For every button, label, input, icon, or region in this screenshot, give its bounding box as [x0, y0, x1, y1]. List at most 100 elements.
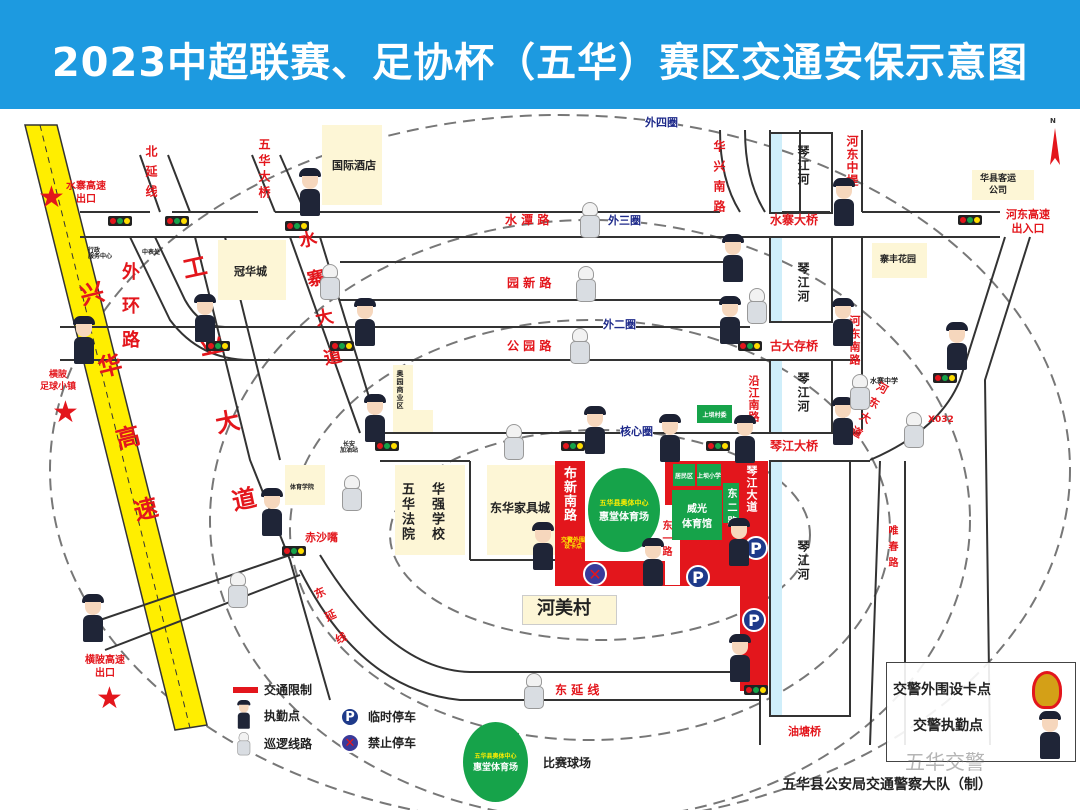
police-duty-icon[interactable]	[720, 234, 746, 282]
bus-company-label: 华县客运 公司	[980, 174, 1017, 196]
dong2-label: 东二路	[725, 488, 736, 530]
traffic-light-icon	[744, 685, 768, 695]
changan-gas-label: 长安 加油站	[340, 441, 359, 454]
legend-duty-point: 执勤点	[264, 709, 301, 723]
x032-label: X032	[928, 415, 954, 425]
aoyuan-label: 奥园商业区	[396, 370, 404, 410]
police-emblem-icon	[1032, 671, 1062, 709]
tiyi-block	[285, 465, 325, 505]
legend-restriction: 交通限制	[264, 683, 313, 697]
river-label-4: 琴江河	[796, 540, 810, 582]
admin-center-label: 行政 服务中心	[88, 247, 113, 260]
legend-patrol-route: 巡逻线路	[264, 737, 313, 751]
traffic-light-icon	[108, 216, 132, 226]
tiyi-label: 体育学院	[290, 484, 315, 491]
police-duty-icon[interactable]	[297, 168, 323, 216]
stadium-center-label: 五华县奥体中心	[599, 498, 649, 507]
shuitan-road-label: 水 潭 路	[505, 213, 550, 227]
box-duty-label: 交警执勤点	[913, 718, 983, 734]
police-duty-icon[interactable]	[944, 322, 970, 370]
police-duty-icon[interactable]	[830, 298, 856, 346]
waihuan-road-label: 外环路	[119, 262, 140, 364]
patrol-icon[interactable]	[226, 572, 250, 608]
furniture-label: 东华家具城	[490, 501, 551, 515]
patrol-icon[interactable]	[848, 374, 872, 410]
shangba-village-label: 上坝村委	[697, 405, 732, 423]
dongyan-bottom-label: 东 延 线	[555, 683, 600, 697]
qinjiang-bridge-label: 琴江大桥	[770, 439, 819, 453]
ring-outer2	[289, 319, 891, 741]
zhaifeng-label: 寨丰花园	[880, 255, 917, 265]
police-box-icon	[1037, 711, 1063, 759]
weiguang-gym[interactable]: 威光 体育馆	[672, 490, 722, 540]
police-duty-icon[interactable]	[530, 522, 556, 570]
patrol-icon[interactable]	[318, 264, 342, 300]
venue-legend-center: 五华县奥体中心	[474, 753, 517, 760]
aoyuan-block-2	[393, 410, 433, 432]
traffic-light-icon	[933, 373, 957, 383]
patrol-icon[interactable]	[502, 424, 526, 460]
gongyuan-road-label: 公 园 路	[507, 339, 552, 353]
residential-label: 居民区	[673, 464, 695, 486]
traffic-light-icon	[282, 546, 306, 556]
police-legend-icon	[236, 700, 252, 729]
ring-core-label: 核心圈	[620, 425, 653, 438]
river-label-2: 琴江河	[796, 262, 810, 304]
patrol-icon[interactable]	[578, 202, 602, 238]
no-parking-icon: ✕	[583, 562, 607, 586]
huaxing-south-label: 华兴南路	[712, 140, 726, 220]
police-duty-icon[interactable]	[582, 406, 608, 454]
patrol-icon[interactable]	[745, 288, 769, 324]
parking-icon: P	[742, 608, 766, 632]
legend-no-parking: 禁止停车	[368, 736, 417, 750]
police-duty-icon[interactable]	[71, 316, 97, 364]
police-duty-icon[interactable]	[727, 634, 753, 682]
star-icon: ★	[38, 180, 65, 215]
venue-legend-name: 惠堂体育场	[472, 763, 518, 773]
patrol-icon[interactable]	[522, 673, 546, 709]
qinjiang-ave-label: 琴江大道	[745, 465, 758, 513]
zhongbiao-label: 中表处	[142, 249, 161, 256]
police-duty-icon[interactable]	[831, 178, 857, 226]
patrol-icon[interactable]	[574, 266, 598, 302]
patrol-icon[interactable]	[902, 412, 926, 448]
traffic-light-icon	[285, 221, 309, 231]
guda-bridge-label: 古大存桥	[770, 339, 819, 353]
shangba-school-label: 上坝小学	[697, 464, 721, 486]
parking-icon: P	[686, 565, 710, 589]
police-duty-icon[interactable]	[192, 294, 218, 342]
police-duty-icon[interactable]	[259, 488, 285, 536]
police-duty-icon[interactable]	[726, 518, 752, 566]
intl-hotel-label: 国际酒店	[332, 159, 376, 172]
traffic-light-icon	[165, 216, 189, 226]
yuanxin-road-label: 园 新 路	[507, 276, 552, 290]
police-duty-icon[interactable]	[657, 414, 683, 462]
police-duty-icon[interactable]	[352, 298, 378, 346]
police-duty-icon[interactable]	[362, 394, 388, 442]
patrol-icon[interactable]	[340, 475, 364, 511]
police-duty-icon[interactable]	[80, 594, 106, 642]
guanhua-label: 冠华城	[234, 265, 267, 278]
ring-outer2-label: 外二圈	[603, 318, 636, 331]
box-checkpoint-label: 交警外围设卡点	[893, 682, 991, 698]
legend-match-field: 比赛球场	[543, 756, 592, 770]
river-label-3: 琴江河	[796, 372, 810, 414]
police-duty-icon[interactable]	[640, 538, 666, 586]
ring-outer3-label: 外三圈	[608, 214, 641, 227]
police-legend-box: 交警外围设卡点 交警执勤点	[886, 662, 1076, 762]
patrol-icon[interactable]	[568, 328, 592, 364]
no-parking-legend-icon: ✕	[340, 733, 360, 753]
shuizhai-exit-label: 水寨高速 出口	[66, 181, 106, 205]
legend-temp-parking: 临时停车	[368, 710, 417, 724]
police-duty-icon[interactable]	[717, 296, 743, 344]
traffic-light-icon	[330, 341, 354, 351]
ring-outer4	[49, 114, 1071, 810]
wuhua-bridge-label: 五华大桥	[257, 138, 271, 202]
restriction-swatch	[233, 687, 258, 693]
police-duty-icon[interactable]	[830, 397, 856, 445]
hemei-block	[522, 595, 617, 625]
police-duty-icon[interactable]	[732, 415, 758, 463]
river-label-1: 琴江河	[796, 145, 810, 187]
traffic-light-icon	[738, 341, 762, 351]
bus-company-block	[972, 170, 1034, 200]
